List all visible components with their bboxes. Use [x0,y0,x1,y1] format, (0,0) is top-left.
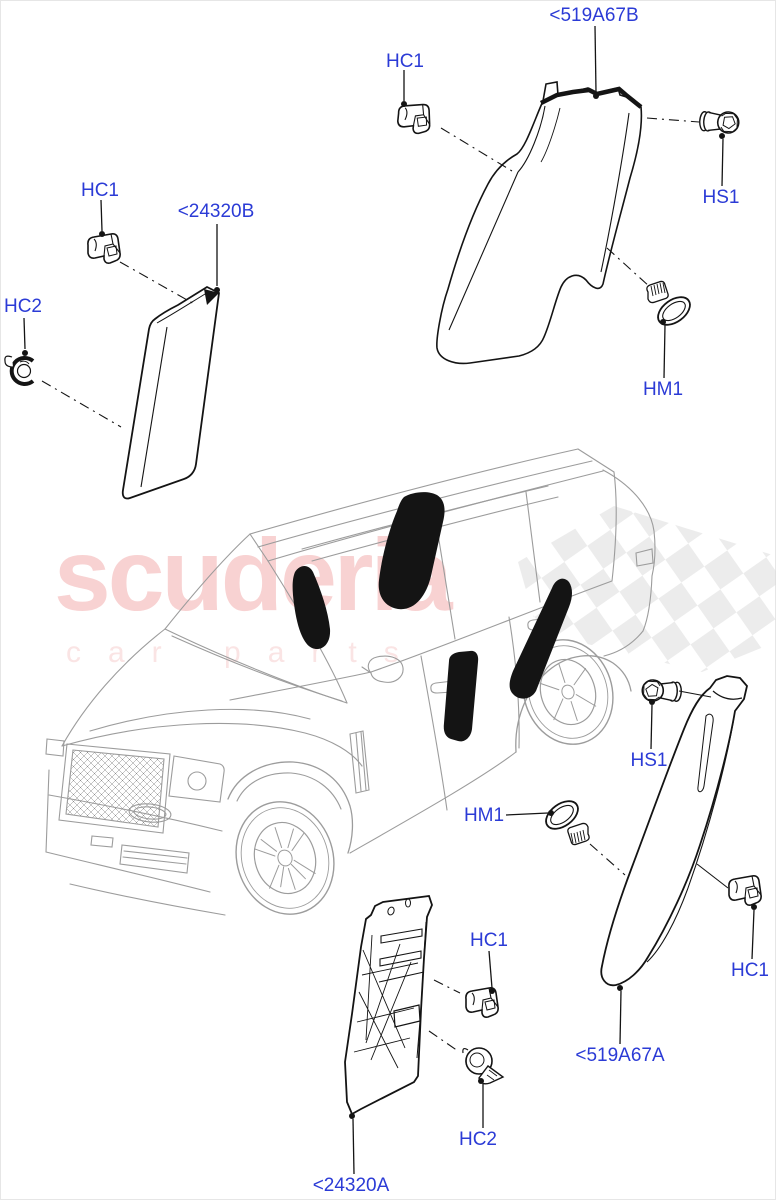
callout-screw-upper-rh[interactable]: HS1 [702,187,740,208]
lower-lh-pillar-trim-drawing [344,895,433,1116]
upper-rh-pillar-trim-drawing [436,81,643,365]
leader-lines [23,25,755,1175]
callout-upper-lh-panel[interactable]: <24320B [177,201,255,222]
callout-clip-upper-rh[interactable]: HC1 [385,51,425,72]
assembly-center-lines [41,117,700,1052]
leader-dots [22,93,757,1119]
callout-bolt-lower-rh[interactable]: HM1 [463,805,505,826]
callout-clip-lower-lh[interactable]: HC1 [469,930,509,951]
callout-grommet-upper-lh[interactable]: HC2 [3,296,43,317]
callout-upper-rh-panel[interactable]: <519A67B [549,5,639,26]
callout-lower-rh-panel[interactable]: <519A67A [575,1045,665,1066]
grommet-lower-lh-drawing [462,1047,505,1085]
callout-clip-lower-rh[interactable]: HC1 [730,960,770,981]
callout-bolt-upper-rh[interactable]: HM1 [642,379,684,400]
pillar-trim-location-markers [292,492,572,742]
callout-lower-lh-panel[interactable]: <24320A [312,1175,390,1196]
upper-lh-pillar-trim-drawing [121,285,220,500]
grommet-upper-lh-drawing [4,355,35,386]
callout-grommet-lower-lh[interactable]: HC2 [458,1129,498,1150]
lower-rh-pillar-trim-drawing [600,675,748,987]
watermark-flag-icon [518,506,776,672]
callout-screw-lower-rh[interactable]: HS1 [630,750,668,771]
callout-clip-upper-lh[interactable]: HC1 [80,180,120,201]
watermark-subtitle: car parts [66,636,426,669]
